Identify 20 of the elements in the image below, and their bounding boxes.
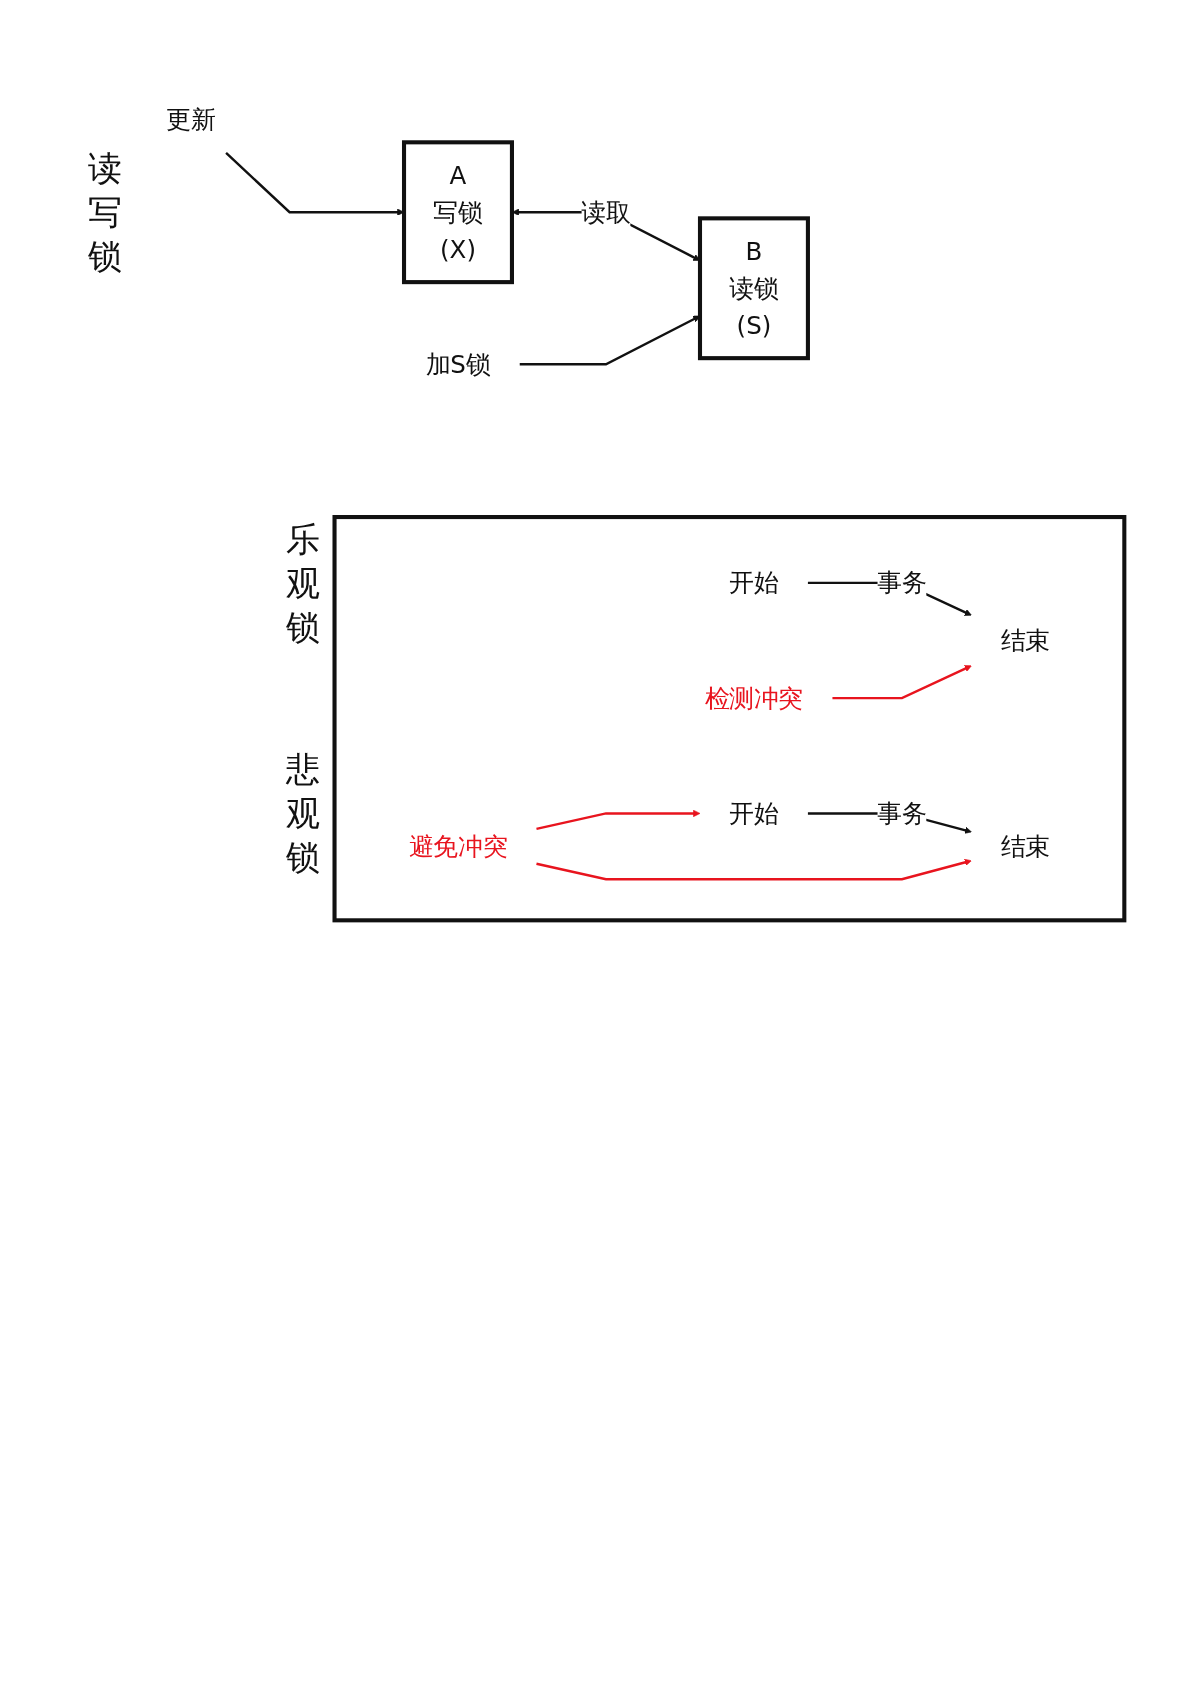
cluster [332,515,1127,923]
node-text: 结束 [1000,832,1050,861]
edge-label: 事务 [877,799,927,828]
node-text: 加S锁 [425,349,491,379]
side-label: 悲观锁 [285,748,321,880]
side-label: 乐观锁 [285,518,321,650]
node-box: A 写锁 (X) [402,140,514,285]
edge-label: 事务 [877,568,927,598]
edge-label: 读取 [581,197,631,227]
node-text: 开始 [729,568,779,598]
arrow [832,665,972,700]
node-text: 更新 [166,105,216,135]
node-text: 结束 [1000,626,1050,655]
side-label: 读写锁 [87,147,123,279]
arrow [536,809,701,831]
arrow [536,858,972,881]
node-box: B 读锁 (S) [697,216,810,361]
node-text: 检测冲突 [704,683,804,713]
node-text: 开始 [729,799,779,828]
node-text: 避免冲突 [408,832,508,861]
